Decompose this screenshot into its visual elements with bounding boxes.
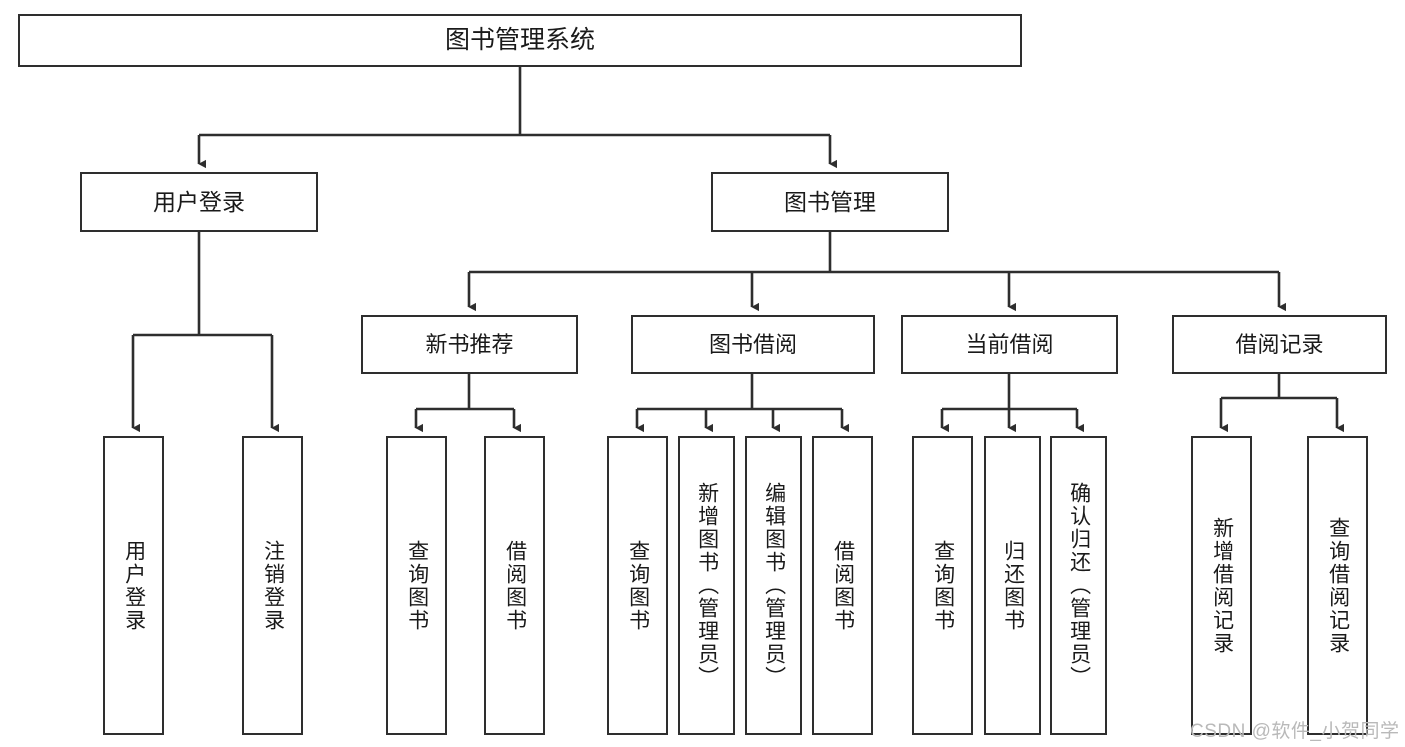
leaf-book-borrow-borrow[interactable]: 借阅图书 [812,436,873,735]
node-borrow-record[interactable]: 借阅记录 [1172,315,1387,374]
leaf-borrow-record-add[interactable]: 新增借阅记录 [1191,436,1252,735]
node-label: 用户登录 [122,539,146,632]
node-label: 注销登录 [261,539,285,632]
node-label: 新增借阅记录 [1210,516,1234,655]
leaf-current-borrow-query[interactable]: 查询图书 [912,436,973,735]
node-label: 查询借阅记录 [1326,516,1350,655]
leaf-current-borrow-confirm[interactable]: 确认归还（管理员） [1050,436,1107,735]
leaf-borrow-record-query[interactable]: 查询借阅记录 [1307,436,1368,735]
node-label: 新增图书（管理员） [695,482,719,689]
node-root-system[interactable]: 图书管理系统 [18,14,1022,67]
node-label: 查询图书 [931,539,955,632]
node-label: 确认归还（管理员） [1067,482,1091,689]
node-label: 图书借阅 [708,331,797,357]
node-label: 借阅图书 [831,539,855,632]
node-label: 用户登录 [153,188,245,215]
leaf-book-borrow-add[interactable]: 新增图书（管理员） [678,436,735,735]
node-label: 编辑图书（管理员） [762,482,786,689]
csdn-watermark: CSDN @软件_小贺同学 [1190,721,1400,742]
node-current-borrow[interactable]: 当前借阅 [901,315,1118,374]
node-label: 归还图书 [1001,539,1025,632]
leaf-user-login-logout[interactable]: 注销登录 [242,436,303,735]
node-new-book-recommend[interactable]: 新书推荐 [361,315,578,374]
leaf-current-borrow-return[interactable]: 归还图书 [984,436,1041,735]
leaf-book-borrow-edit[interactable]: 编辑图书（管理员） [745,436,802,735]
leaf-new-book-borrow[interactable]: 借阅图书 [484,436,545,735]
leaf-book-borrow-query[interactable]: 查询图书 [607,436,668,735]
node-label: 查询图书 [626,539,650,632]
node-label: 图书管理系统 [444,25,595,54]
node-label: 借阅图书 [503,539,527,632]
node-label: 查询图书 [405,539,429,632]
node-label: 借阅记录 [1235,331,1324,357]
node-book-borrow[interactable]: 图书借阅 [631,315,875,374]
leaf-user-login-login[interactable]: 用户登录 [103,436,164,735]
node-label: 当前借阅 [965,331,1054,357]
node-user-login[interactable]: 用户登录 [80,172,318,232]
node-book-management[interactable]: 图书管理 [711,172,949,232]
node-label: 新书推荐 [425,331,514,357]
leaf-new-book-query[interactable]: 查询图书 [386,436,447,735]
node-label: 图书管理 [784,188,876,215]
